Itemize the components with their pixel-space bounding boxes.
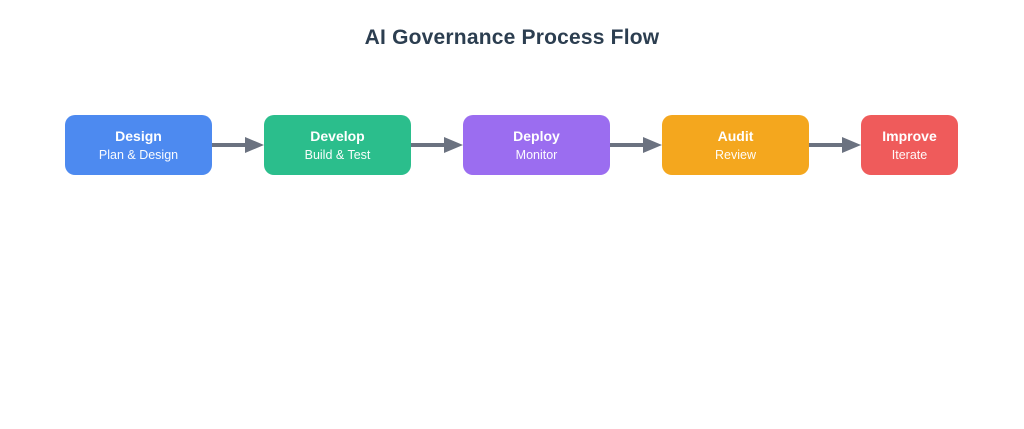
flow-arrow xyxy=(411,115,463,175)
node-label: Improve xyxy=(882,127,937,144)
arrow-head-icon xyxy=(444,137,463,153)
node-label: Design xyxy=(115,127,162,144)
node-label: Develop xyxy=(310,127,365,144)
node-sublabel: Review xyxy=(715,147,756,162)
flow-arrow xyxy=(809,115,861,175)
flow-arrow xyxy=(212,115,264,175)
flow-node-improve: Improve Iterate xyxy=(861,115,958,175)
arrow-line xyxy=(212,143,245,147)
arrow-head-icon xyxy=(245,137,264,153)
arrow-head-icon xyxy=(842,137,861,153)
diagram-title: AI Governance Process Flow xyxy=(364,26,660,49)
node-label: Deploy xyxy=(513,127,560,144)
flow-node-audit: Audit Review xyxy=(662,115,809,175)
node-sublabel: Monitor xyxy=(515,147,558,162)
arrow-line xyxy=(610,143,643,147)
arrow-line xyxy=(809,143,842,147)
node-sublabel: Plan & Design xyxy=(98,147,179,162)
flow-arrow xyxy=(610,115,662,175)
arrow-line xyxy=(411,143,444,147)
node-label: Audit xyxy=(717,127,754,144)
process-flow: Design Plan & Design Develop Build & Tes… xyxy=(65,115,958,175)
node-sublabel: Iterate xyxy=(891,147,928,162)
flow-node-deploy: Deploy Monitor xyxy=(463,115,610,175)
flow-node-develop: Develop Build & Test xyxy=(264,115,411,175)
flow-node-design: Design Plan & Design xyxy=(65,115,212,175)
arrow-head-icon xyxy=(643,137,662,153)
node-sublabel: Build & Test xyxy=(304,147,371,162)
